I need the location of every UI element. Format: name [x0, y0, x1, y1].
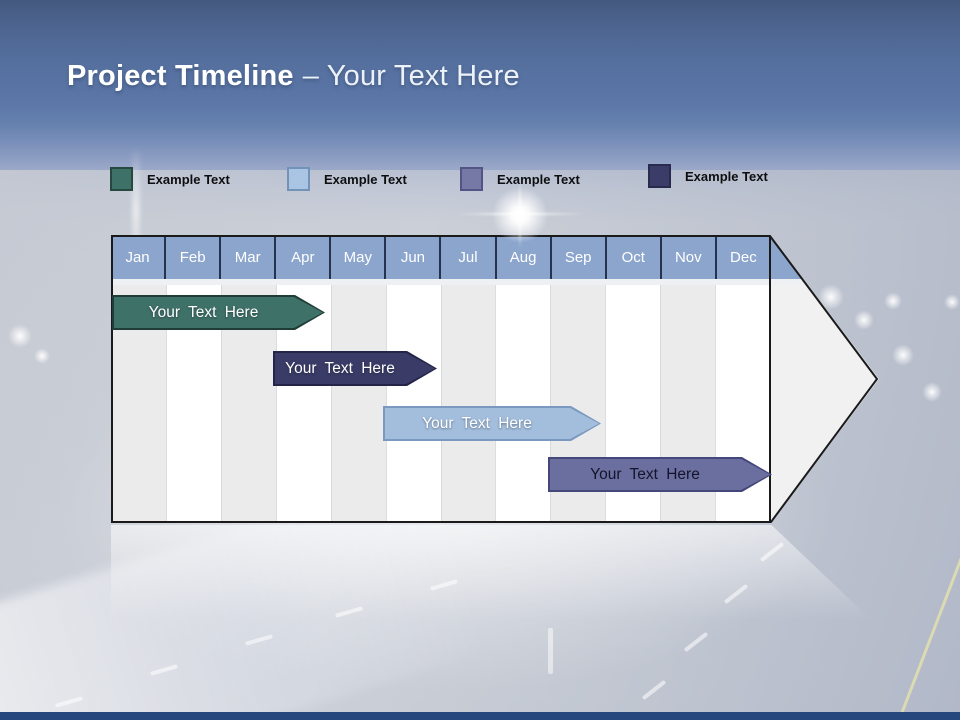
legend-item-2[interactable]: Example Text [287, 167, 407, 191]
legend-label: Example Text [497, 171, 580, 187]
legend-label: Example Text [147, 171, 230, 187]
slide-title-placeholder: – Your Text Here [302, 60, 520, 92]
timeline-bar-3[interactable]: Your Text Here [383, 406, 601, 441]
month-cell-sep[interactable]: Sep [552, 235, 607, 279]
timeline-bar-4[interactable]: Your Text Here [548, 457, 772, 492]
timeline-bar-label: Your Text Here [148, 303, 259, 321]
slide-title-main: Project Timeline [67, 60, 294, 92]
legend-label: Example Text [685, 168, 768, 184]
timeline-bar-2[interactable]: Your Text Here [273, 351, 437, 386]
month-cell-jul[interactable]: Jul [441, 235, 497, 279]
month-header-row: Jan Feb Mar Apr May Jun Jul Aug Sep Oct … [111, 235, 770, 279]
legend-swatch-lightblue [287, 167, 310, 191]
month-column [495, 285, 552, 523]
month-cell-feb[interactable]: Feb [166, 235, 222, 279]
month-header-strip [111, 279, 879, 285]
month-column [385, 285, 442, 523]
table-reflection [111, 525, 872, 620]
timeline-bar-label: Your Text Here [285, 359, 395, 377]
legend-item-4[interactable]: Example Text [648, 164, 768, 188]
timeline-bar-1[interactable]: Your Text Here [112, 295, 325, 330]
month-cell-mar[interactable]: Mar [221, 235, 277, 279]
street-light-glow [922, 382, 942, 402]
slide-title[interactable]: Project Timeline– Your Text Here [67, 60, 520, 93]
month-cell-apr[interactable]: Apr [276, 235, 332, 279]
month-cell-may[interactable]: May [331, 235, 387, 279]
month-column [330, 285, 387, 523]
legend-swatch-teal [110, 167, 133, 191]
legend-label: Example Text [324, 171, 407, 187]
street-light-glow [892, 344, 914, 366]
bottom-accent-bar [0, 712, 960, 720]
month-column [440, 285, 497, 523]
legend-swatch-navy [648, 164, 671, 188]
month-cell-dec[interactable]: Dec [730, 248, 757, 266]
timeline-arrow-shape: Jan Feb Mar Apr May Jun Jul Aug Sep Oct … [111, 235, 879, 523]
month-cell-aug[interactable]: Aug [497, 235, 552, 279]
lane-marking [548, 628, 553, 674]
timeline-bar-label: Your Text Here [590, 465, 700, 483]
month-cell-jan[interactable]: Jan [111, 235, 167, 279]
legend-item-1[interactable]: Example Text [110, 167, 230, 191]
street-light-glow [944, 294, 960, 310]
timeline-bar-label: Your Text Here [422, 414, 532, 432]
street-light-glow [8, 324, 32, 348]
month-cell-oct[interactable]: Oct [607, 235, 662, 279]
street-light-glow [34, 348, 50, 364]
street-light-glow [884, 292, 902, 310]
light-beam [132, 146, 140, 286]
legend-item-3[interactable]: Example Text [460, 167, 580, 191]
legend-swatch-purple [460, 167, 483, 191]
street-light-glow [854, 310, 874, 330]
month-cell-jun[interactable]: Jun [386, 235, 442, 279]
month-cell-nov[interactable]: Nov [662, 235, 717, 279]
